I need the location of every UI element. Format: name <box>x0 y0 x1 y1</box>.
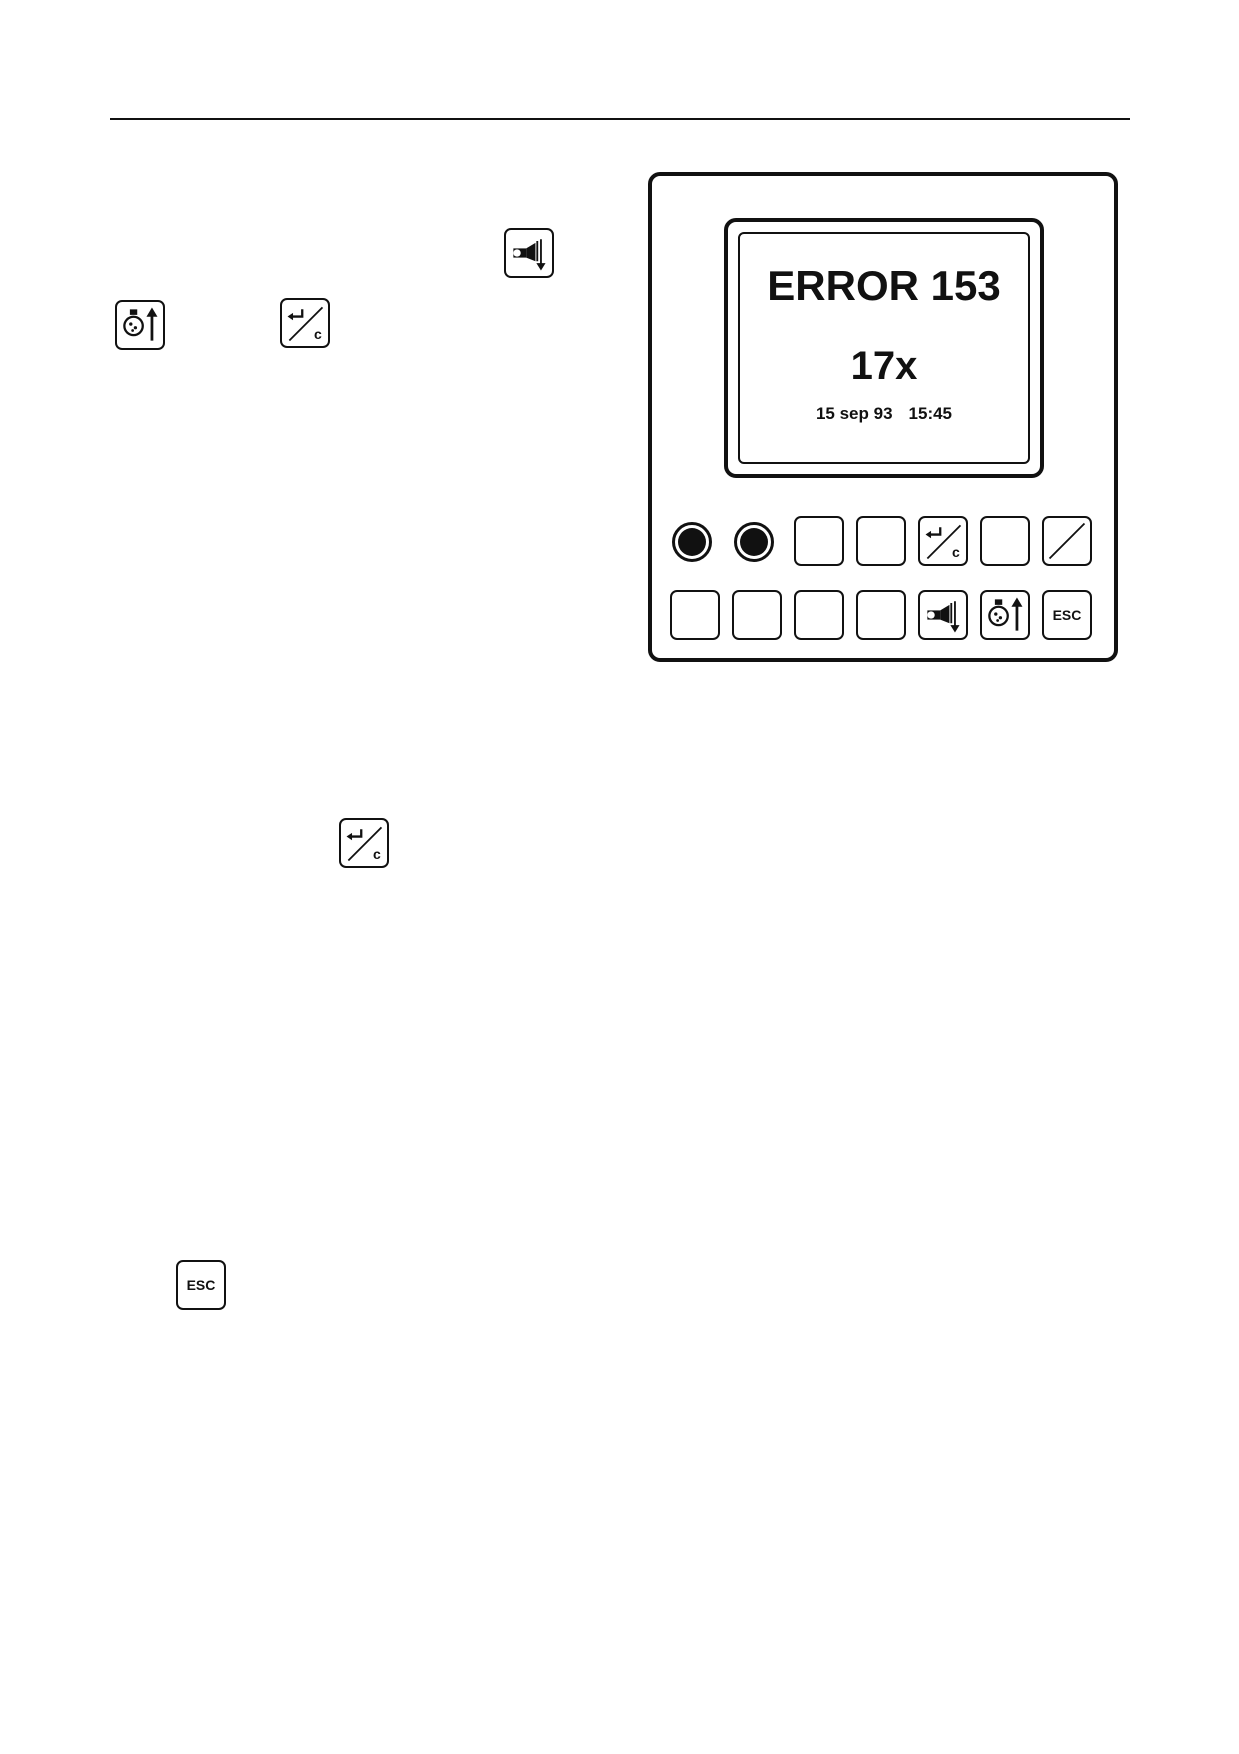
panel-enter-clear-button[interactable]: c <box>918 516 968 566</box>
enter-clear-sub: c <box>952 544 960 560</box>
panel-key-blank-2[interactable] <box>856 516 906 566</box>
device-panel <box>648 172 1118 662</box>
error-title: ERROR 153 <box>767 262 1001 309</box>
panel-key-blank-1[interactable] <box>794 516 844 566</box>
enter-clear-sub: c <box>373 846 381 862</box>
error-time: 15:45 <box>908 404 953 423</box>
enter-clear-key-icon: c <box>280 298 330 348</box>
sample-up-key-icon <box>115 300 165 350</box>
indicator-led-2 <box>734 522 774 562</box>
panel-key-blank-6[interactable] <box>794 590 844 640</box>
error-date: 15 sep 93 <box>815 404 893 423</box>
enter-clear-sub: c <box>314 326 322 342</box>
panel-esc-button[interactable]: ESC <box>1042 590 1092 640</box>
esc-label: ESC <box>1052 607 1082 623</box>
header-rule <box>110 118 1130 120</box>
indicator-led-1 <box>672 522 712 562</box>
paper-feed-key-icon <box>504 228 554 278</box>
display-screen: ERROR 153 17x 15 sep 93 15:45 <box>738 232 1030 464</box>
error-timestamp: 15 sep 93 15:45 <box>740 404 1028 424</box>
panel-slash-button[interactable] <box>1042 516 1092 566</box>
panel-key-blank-7[interactable] <box>856 590 906 640</box>
display-bezel <box>724 218 1044 478</box>
enter-clear-key-icon-2: c <box>339 818 389 868</box>
panel-paper-feed-button[interactable] <box>918 590 968 640</box>
error-count: 17x <box>850 344 918 388</box>
esc-key-icon: ESC <box>176 1260 226 1310</box>
panel-key-blank-4[interactable] <box>670 590 720 640</box>
panel-key-blank-5[interactable] <box>732 590 782 640</box>
panel-sample-up-button[interactable] <box>980 590 1030 640</box>
esc-label: ESC <box>186 1277 216 1293</box>
panel-key-blank-3[interactable] <box>980 516 1030 566</box>
